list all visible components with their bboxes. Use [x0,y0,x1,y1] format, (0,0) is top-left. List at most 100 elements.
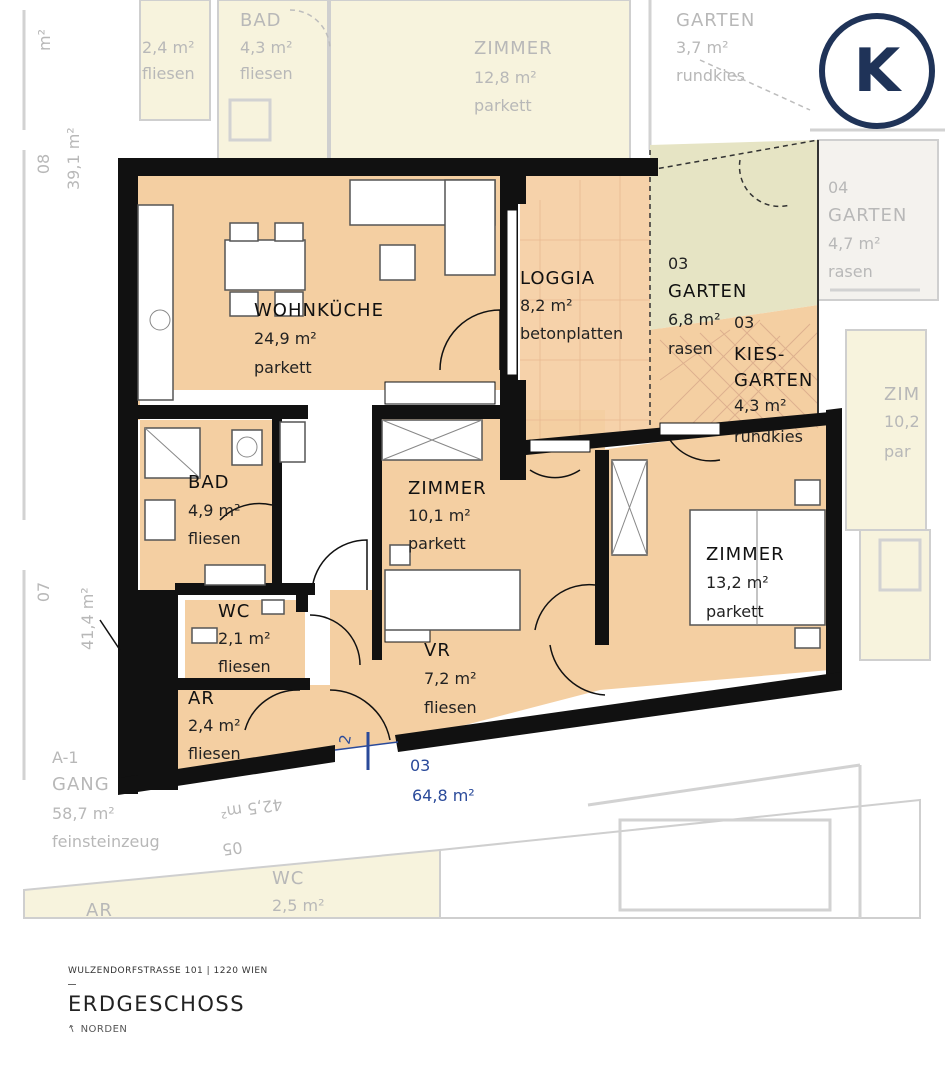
kitchen-counter [137,204,174,401]
neighbor-name: BAD [240,10,282,31]
room-area: 2,1 m² [218,629,271,648]
neighbor-floor-top-left [139,0,211,121]
neighbor-name: GARTEN [676,10,756,31]
floor-vr [280,590,600,750]
doors [99,309,721,741]
room-name: LOGGIA [520,268,596,289]
room-number: 03 [734,313,755,332]
wall [175,583,315,595]
chair [274,291,304,317]
wall [138,405,308,419]
room-name: ZIMMER [706,544,785,565]
brand-logo-letter: K [853,36,901,106]
neighbor-floor: rasen [828,262,873,281]
neighbor-area: 2,5 m² [272,896,325,915]
room-name: WOHNKÜCHE [254,300,384,321]
neighbor-floor-bottom-right [439,798,921,919]
room-floor: fliesen [424,698,477,717]
side-label-unit: 07 [34,581,54,603]
neighbor-number: A-1 [52,748,79,767]
neighbor-area: 58,7 m² [52,804,115,823]
door-swing-zimmer10 [311,539,368,591]
neighbor-floor-garden-04 [817,139,939,301]
room-area: 4,9 m² [188,501,241,520]
neighbor-floor: fliesen [240,64,293,83]
garden-gate-swing [738,159,791,208]
wall [372,405,382,660]
floor-plan-drawing [22,0,945,919]
room-name: WC [218,601,251,622]
bed [384,569,521,631]
window [384,381,496,405]
door-swing-entrance [329,689,391,741]
wall [138,590,178,790]
washer [231,429,263,466]
room-area: 13,2 m² [706,573,769,592]
neighbor-area: 4,7 m² [828,234,881,253]
room-name: VR [424,640,451,661]
neighbor-floor: par [884,442,911,461]
address: WULZENDORFSTRASSE 101 | 1220 WIEN [68,966,268,976]
furniture-details [144,309,758,625]
neighbor-name: ZIM [884,384,921,405]
neighbor-units [23,0,939,919]
neighbor-area: 12,8 m² [474,68,537,87]
garden-dashed-top [649,139,819,171]
wall [118,158,138,794]
vanity [204,564,266,586]
wall [826,408,842,687]
door-swing-ar [244,689,301,731]
neighbor-floor: parkett [474,96,532,115]
entrance-threshold [334,741,399,751]
wall [175,678,310,690]
room-area: 10,1 m² [408,506,471,525]
room-area: 24,9 m² [254,329,317,348]
floor-garten [650,140,818,330]
sofa-chaise [444,179,496,276]
divider [68,984,76,985]
door-swing-vr [549,644,606,696]
neighbor-floor-top-room [329,0,631,161]
wall [272,405,282,590]
neighbor-lines [22,0,945,918]
wall [500,158,526,204]
neighbor-area: 10,2 [884,412,920,431]
side-label-unit: 05 [220,837,244,860]
neighbor-floor-top-bath [217,0,329,161]
side-label-area: 39,1 m² [64,127,83,190]
window [659,422,721,436]
window [529,439,591,453]
brand-logo-ring-icon [819,13,935,129]
floor-title: ERDGESCHOSS [68,992,246,1016]
neighbor-area: 3,7 m² [676,38,729,57]
neighbor-name: GARTEN [828,205,908,226]
neighbor-doors [289,9,811,111]
loggia-tiles [520,170,650,450]
room-floor: parkett [254,358,312,377]
neighbor-floor-right-room [845,329,927,531]
door-swing-zimmer13 [534,583,596,631]
room-area: 6,8 m² [668,310,721,329]
north-arrow-icon: ↑ [66,1022,79,1037]
room-name: BAD [188,472,230,493]
neighbor-fixture [618,818,832,912]
room-floor: rundkies [734,427,803,446]
door-swing-gang [99,619,121,651]
wall [395,672,842,752]
neighbor-number: 04 [828,178,849,197]
furniture [137,179,826,649]
neighbor-floor: rundkies [676,66,745,85]
room-area: 8,2 m² [520,296,573,315]
neighbor-fixture [878,538,922,592]
room-area: 2,4 m² [188,716,241,735]
door-swing-bad [219,502,273,521]
neighbor-area: 4,3 m² [240,38,293,57]
nightstand [794,479,821,506]
neighbor-door-swing [289,9,331,51]
neighbor-wall [587,763,861,807]
unit-total-area: 64,8 m² [412,786,475,805]
door-swing-kies [669,439,721,462]
wall [118,158,658,176]
room-area: 7,2 m² [424,669,477,688]
